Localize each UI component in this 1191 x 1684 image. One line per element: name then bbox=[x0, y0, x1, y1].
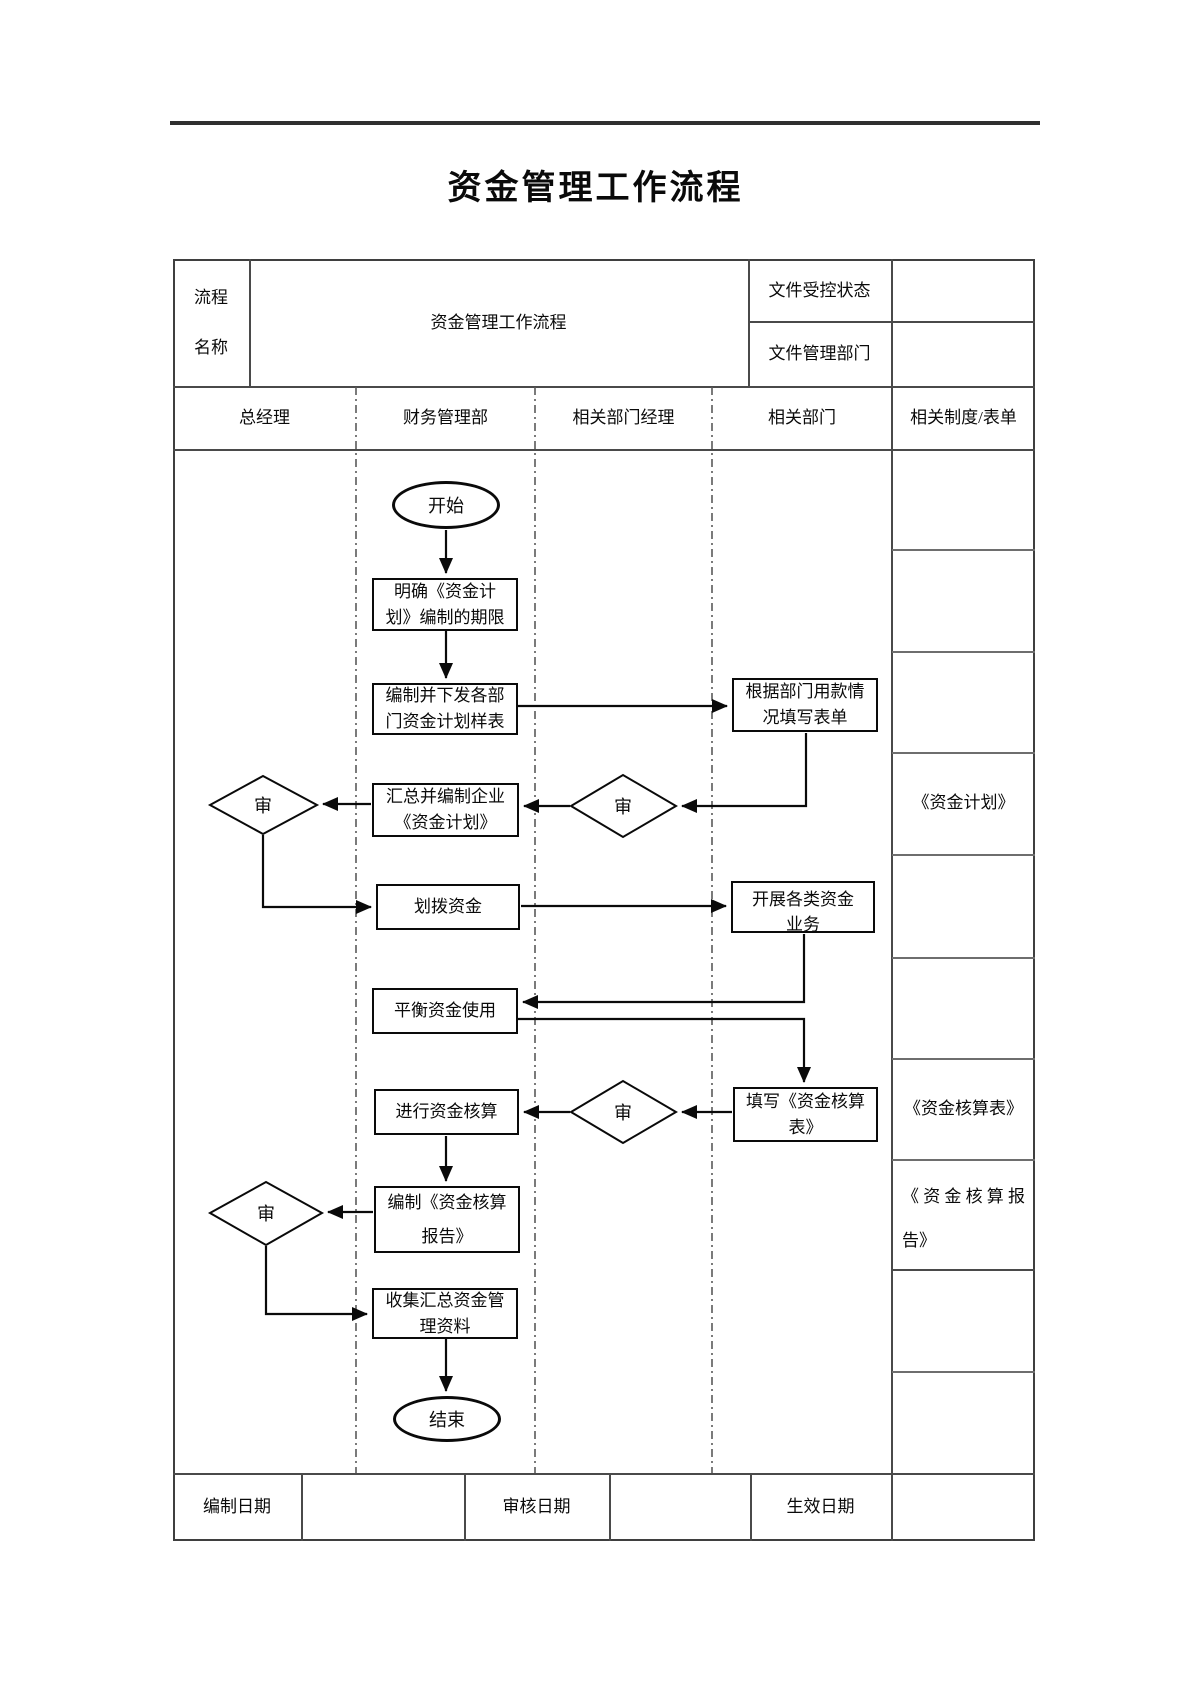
decision-label-2: 审 bbox=[254, 796, 272, 816]
controlled-status-label-cell: 文件受控状态 bbox=[768, 280, 871, 300]
managing-dept-value-cell bbox=[892, 321, 1035, 387]
page-title: 资金管理工作流程 bbox=[447, 170, 744, 207]
flow-step-define-plan-period: 明确《资金计划》编制的期限 bbox=[372, 578, 518, 631]
decision-label-3: 审 bbox=[614, 1103, 632, 1123]
review-date-value-cell bbox=[609, 1473, 750, 1541]
decision-label-4: 审 bbox=[257, 1204, 275, 1224]
flow-step-allocate-funds: 划拨资金 bbox=[376, 884, 520, 930]
doc-ref-fund-plan: 《资金计划》 bbox=[912, 793, 1015, 812]
header-rule bbox=[170, 121, 1040, 125]
lane-header-related-dept: 相关部门 bbox=[768, 408, 836, 427]
flow-step-compile-accounting-report: 编制《资金核算报告》 bbox=[374, 1186, 520, 1253]
process-name-label-line1: 流程 bbox=[194, 287, 228, 307]
flow-step-collect-fund-materials: 收集汇总资金管理资料 bbox=[372, 1288, 518, 1339]
effective-date-label-cell: 生效日期 bbox=[786, 1497, 855, 1516]
process-name-label-cell: 流程 名称 bbox=[173, 259, 249, 387]
review-date-label-cell: 审核日期 bbox=[502, 1497, 571, 1516]
lane-header-related-dept-manager: 相关部门经理 bbox=[572, 408, 675, 427]
prepared-date-value-cell bbox=[301, 1473, 464, 1541]
flow-step-conduct-fund-business: 开展各类资金业务 bbox=[731, 881, 875, 933]
flow-step-compile-fund-plan: 汇总并编制企业《资金计划》 bbox=[372, 783, 519, 837]
flow-end-terminator: 结束 bbox=[393, 1396, 501, 1442]
lane-header-general-manager: 总经理 bbox=[239, 408, 290, 427]
doc-ref-fund-accounting-report: 《资金核算报告》 bbox=[902, 1187, 1025, 1250]
flow-step-perform-fund-accounting: 进行资金核算 bbox=[374, 1089, 519, 1135]
flow-step-fill-accounting-form: 填写《资金核算表》 bbox=[733, 1087, 878, 1142]
flow-start-terminator: 开始 bbox=[392, 481, 500, 529]
effective-date-value-cell bbox=[891, 1473, 1035, 1541]
process-name-value-cell: 资金管理工作流程 bbox=[430, 313, 567, 332]
flow-step-distribute-plan-forms: 编制并下发各部门资金计划样表 bbox=[372, 683, 518, 735]
lane-header-finance-dept: 财务管理部 bbox=[403, 408, 488, 427]
flow-step-balance-fund-usage: 平衡资金使用 bbox=[372, 988, 518, 1034]
decision-label-1: 审 bbox=[614, 797, 632, 817]
managing-dept-label-cell: 文件管理部门 bbox=[768, 344, 871, 363]
controlled-status-value-cell bbox=[892, 259, 1035, 322]
lane-header-related-docs: 相关制度/表单 bbox=[910, 408, 1017, 427]
flow-step-fill-forms-by-usage: 根据部门用款情况填写表单 bbox=[732, 678, 878, 732]
process-name-label-line2: 名称 bbox=[194, 338, 228, 358]
prepared-date-label-cell: 编制日期 bbox=[203, 1497, 271, 1516]
doc-ref-fund-accounting-form: 《资金核算表》 bbox=[904, 1098, 1023, 1118]
